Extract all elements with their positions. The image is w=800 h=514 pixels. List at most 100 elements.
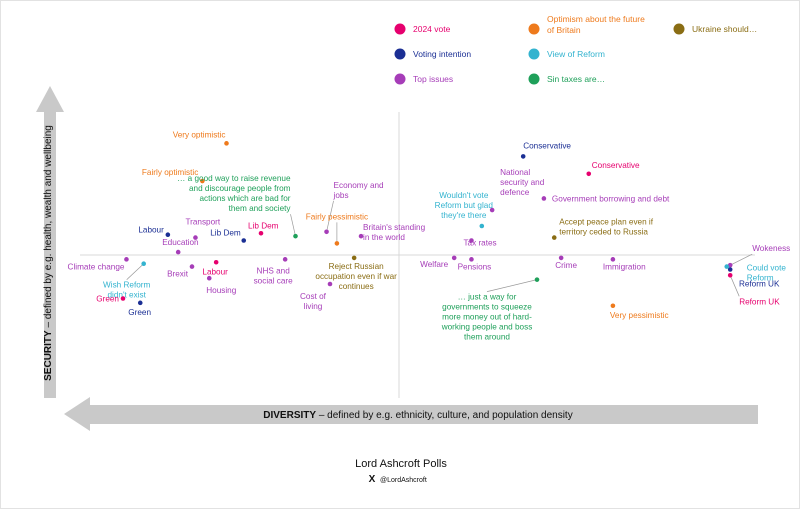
point-top_issues-education [175,249,181,255]
y-axis-label: SECURITY – defined by e.g. health, wealt… [43,125,54,381]
point-label-voting_intention-green: Green [128,308,151,317]
point-label-vote_2024-green: Green [96,295,119,304]
point-sin_taxes-a-good-way-to-raise-revenue [293,233,298,239]
point-top_issues-brexit [189,264,195,269]
point-reform_view-could-vote [724,264,730,269]
point-label-top_issues-education: Education [162,238,199,247]
point-vote_2024-conservative [586,171,592,177]
point-top_issues-britain-s-standing [358,233,364,239]
point-label-voting_intention-labour: Labour [138,226,164,235]
point-optimism-very-optimistic [224,141,229,146]
point-reform_view-wish-reform [141,261,146,267]
y-axis-arrow [36,86,64,398]
point-label-vote_2024-reform-uk: Reform UK [739,297,780,306]
point-top_issues-cost-of [327,281,333,287]
callout-line-wokeness [730,253,753,266]
legend-marker-reform_view [528,48,540,60]
point-top_issues-immigration [610,257,616,262]
callout-line-just-a-way-for [486,279,538,292]
point-label-optimism-fairly-optimistic: Fairly optimistic [142,168,198,177]
point-label-top_issues-welfare: Welfare [420,260,449,269]
x-logo-icon: X [369,474,376,485]
callout-line-wish-reform [126,263,144,280]
y-axis-label-rest: – defined by e.g. health, wealth and wel… [43,125,54,330]
x-axis-label-rest: – defined by e.g. ethnicity, culture, an… [316,410,573,421]
point-sin_taxes-just-a-way-for [534,277,540,282]
point-label-top_issues-tax-rates: Tax rates [463,239,496,248]
legend-marker-top_issues [394,73,406,85]
point-top_issues-nhs-and [282,257,288,262]
point-top_issues-transport [193,235,198,240]
point-top_issues-tax-rates [469,238,474,243]
callout-line-reform-uk [729,275,740,297]
point-ukraine-accept-peace-plan-even-if [551,235,557,240]
point-voting_intention-labour [165,232,171,237]
legend-marker-vote_2024 [394,23,406,35]
legend-marker-optimism [528,23,540,35]
source-handle: @LordAshcroft [380,477,427,484]
callout-line-economy-and [326,200,334,232]
legend-marker-voting_intention [394,48,406,60]
point-optimism-very-pessimistic [610,303,616,309]
point-label-top_issues-pensions: Pensions [458,262,492,271]
legend-label-top_issues: Top issues [413,74,453,84]
point-reform_view-wouldn-t-vote [479,223,485,229]
point-label-top_issues-brexit: Brexit [167,270,189,279]
legend-label-sin_taxes: Sin taxes are… [547,74,605,84]
legend-label-voting_intention: Voting intention [413,49,471,59]
point-label-top_issues-immigration: Immigration [603,262,646,271]
point-vote_2024-lib-dem [258,230,264,236]
point-voting_intention-lib-dem [241,238,247,243]
point-ukraine-reject-russian [351,255,357,261]
legend-marker-ukraine [673,23,685,35]
x-axis-label-bold: DIVERSITY [263,410,316,421]
point-top_issues-economy-and [324,229,329,235]
legend-marker-sin_taxes [528,73,540,85]
point-vote_2024-green [120,296,126,301]
point-label-top_issues-government-borrowing-and-debt: Government borrowing and debt [552,194,670,203]
point-label-vote_2024-labour: Labour [202,267,228,276]
point-label-voting_intention-reform-uk: Reform UK [739,280,780,289]
point-vote_2024-labour [213,259,219,265]
point-label-voting_intention-conservative: Conservative [523,141,571,150]
x-axis-arrow [64,397,758,431]
point-label-vote_2024-conservative: Conservative [592,161,640,170]
source-name: Lord Ashcroft Polls [355,458,447,470]
legend-label-ukraine: Ukraine should… [692,24,757,34]
point-top_issues-government-borrowing-and-debt [541,196,547,201]
legend-label-vote_2024: 2024 vote [413,24,451,34]
point-label-top_issues-transport: Transport [185,218,220,227]
point-optimism-fairly-optimistic [200,178,205,184]
point-top_issues-housing [206,275,212,281]
point-label-top_issues-crime: Crime [555,261,577,270]
callout-line-a-good-way-to-raise-revenue [290,214,296,237]
point-top_issues-pensions [469,257,474,262]
point-top_issues-wokeness [727,262,733,268]
point-label-top_issues-climate-change: Climate change [68,262,125,271]
point-voting_intention-conservative [520,154,526,159]
point-top_issues-climate-change [124,257,129,262]
x-axis-label: DIVERSITY – defined by e.g. ethnicity, c… [263,410,572,421]
point-top_issues-crime [558,255,564,261]
point-top_issues-welfare [451,255,457,261]
point-label-top_issues-wokeness: Wokeness [752,244,790,253]
point-label-optimism-fairly-pessimistic: Fairly pessimistic [306,212,368,221]
point-label-optimism-very-pessimistic: Very pessimistic [610,311,669,320]
point-vote_2024-reform-uk [727,273,733,278]
point-optimism-fairly-pessimistic [334,241,340,246]
